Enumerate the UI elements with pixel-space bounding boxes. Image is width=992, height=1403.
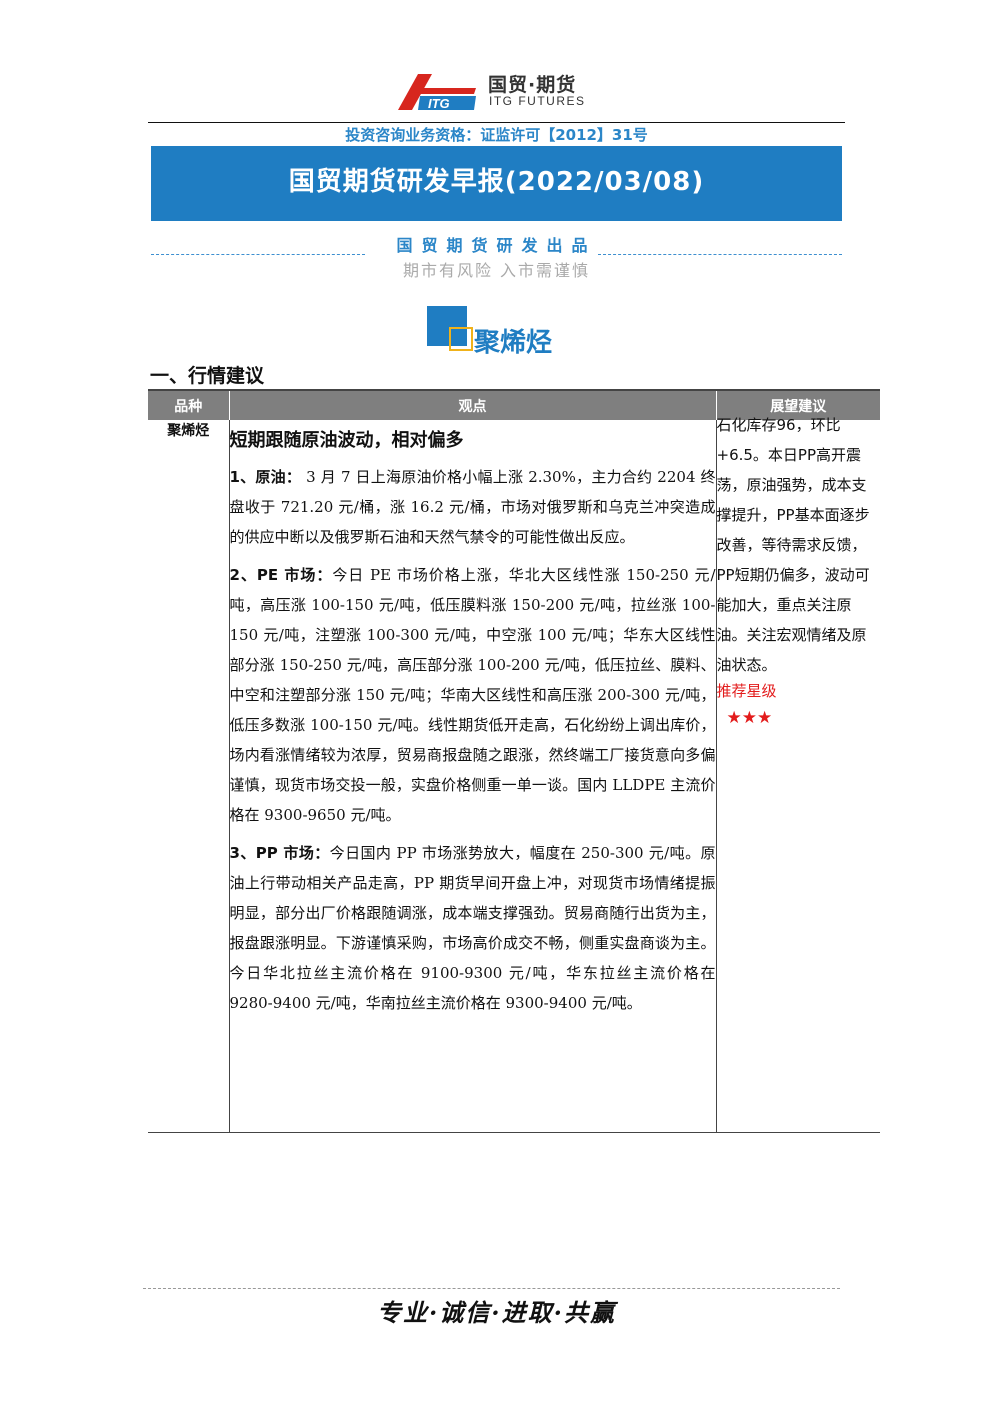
view-title: 短期跟随原油波动，相对偏多 [229,430,464,451]
section-title: 聚烯烃 [474,328,553,358]
section-square-outline-icon [449,327,473,351]
logo-en-text: ITG FUTURES [489,94,586,108]
footer-motto: 专业·诚信·进取·共赢 [376,1298,617,1327]
section-square-icon [427,306,467,346]
advice-cell: 石化库存96，环比+6.5。本日PP高开震荡，原油强势，成本支撑提升，PP基本面… [716,416,880,1133]
paragraph-text: 今日 PE 市场价格上涨，华北大区线性涨 150-250 元/吨，高压涨 100… [229,566,716,824]
dashed-divider-left [151,254,365,255]
paragraph-text: 3 月 7 日上海原油价格小幅上涨 2.30%，主力合约 2204 终盘收于 7… [229,468,716,546]
column-header-kind: 品种 [148,389,230,420]
rating-stars-icon: ★★★ [726,708,773,728]
column-header-view: 观点 [229,389,717,420]
paragraph-label: 1、原油： [229,468,302,486]
rating-label: 推荐星级 [716,682,777,700]
section-heading: 一、行情建议 [150,365,265,387]
itg-logo-icon: ITG [398,74,476,110]
table-row: 聚烯烃 短期跟随原油波动，相对偏多 1、原油： 3 月 7 日上海原油价格小幅上… [148,416,880,1133]
produced-by-text: 国贸期货研发出品 [396,236,597,255]
paragraph-crude-oil: 1、原油： 3 月 7 日上海原油价格小幅上涨 2.30%，主力合约 2204 … [230,462,716,552]
dashed-divider-right [598,254,842,255]
header-rule [148,122,845,123]
paragraph-pp-market: 3、PP 市场：今日国内 PP 市场涨势放大，幅度在 250-300 元/吨。原… [230,838,716,1018]
paragraph-label: 2、PE 市场： [229,566,333,584]
company-logo: ITG 国贸·期货 ITG FUTURES [398,70,598,112]
paragraph-text: 今日国内 PP 市场涨势放大，幅度在 250-300 元/吨。原油上行带动相关产… [229,844,716,1012]
view-cell: 短期跟随原油波动，相对偏多 1、原油： 3 月 7 日上海原油价格小幅上涨 2.… [229,420,717,1133]
footer-divider [143,1288,840,1289]
paragraph-pe-market: 2、PE 市场：今日 PE 市场价格上涨，华北大区线性涨 150-250 元/吨… [230,560,716,830]
recommendation-table: 品种 观点 展望建议 聚烯烃 短期跟随原油波动，相对偏多 1、原油： 3 月 7… [148,389,880,1133]
report-title-banner: 国贸期货研发早报(2022/03/08) [151,146,842,221]
advice-text: 石化库存96，环比+6.5。本日PP高开震荡，原油强势，成本支撑提升，PP基本面… [716,416,870,674]
table-header-row: 品种 观点 展望建议 [148,389,880,420]
paragraph-label: 3、PP 市场： [229,844,330,862]
logo-cn-text: 国贸·期货 [488,74,577,96]
risk-notice: 期市有风险 入市需谨慎 [402,261,591,280]
qualification-text: 投资咨询业务资格：证监许可【2012】31号 [345,126,648,144]
svg-text:ITG: ITG [428,96,450,110]
kind-cell: 聚烯烃 [148,420,230,1133]
column-header-advice: 展望建议 [716,389,880,420]
